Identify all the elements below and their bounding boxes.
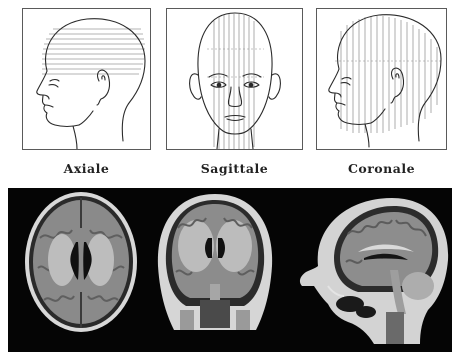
- mri-axial-slice: [22, 188, 140, 344]
- mri-coronal-slice: [150, 188, 280, 338]
- head-profile-horizontal-lines: [23, 9, 151, 150]
- coronal-caption: Coronale: [316, 161, 447, 176]
- mri-sagittal-slice: [288, 188, 452, 344]
- head-profile-vertical-lines: [317, 9, 447, 150]
- mri-scans-strip: [8, 188, 452, 352]
- sagittal-diagram: [166, 8, 303, 150]
- head-front-vertical-lines: [167, 9, 303, 150]
- coronal-diagram: [316, 8, 447, 150]
- sagittal-caption: Sagittale: [166, 161, 303, 176]
- axial-diagram: [22, 8, 151, 150]
- axial-caption: Axiale: [22, 161, 151, 176]
